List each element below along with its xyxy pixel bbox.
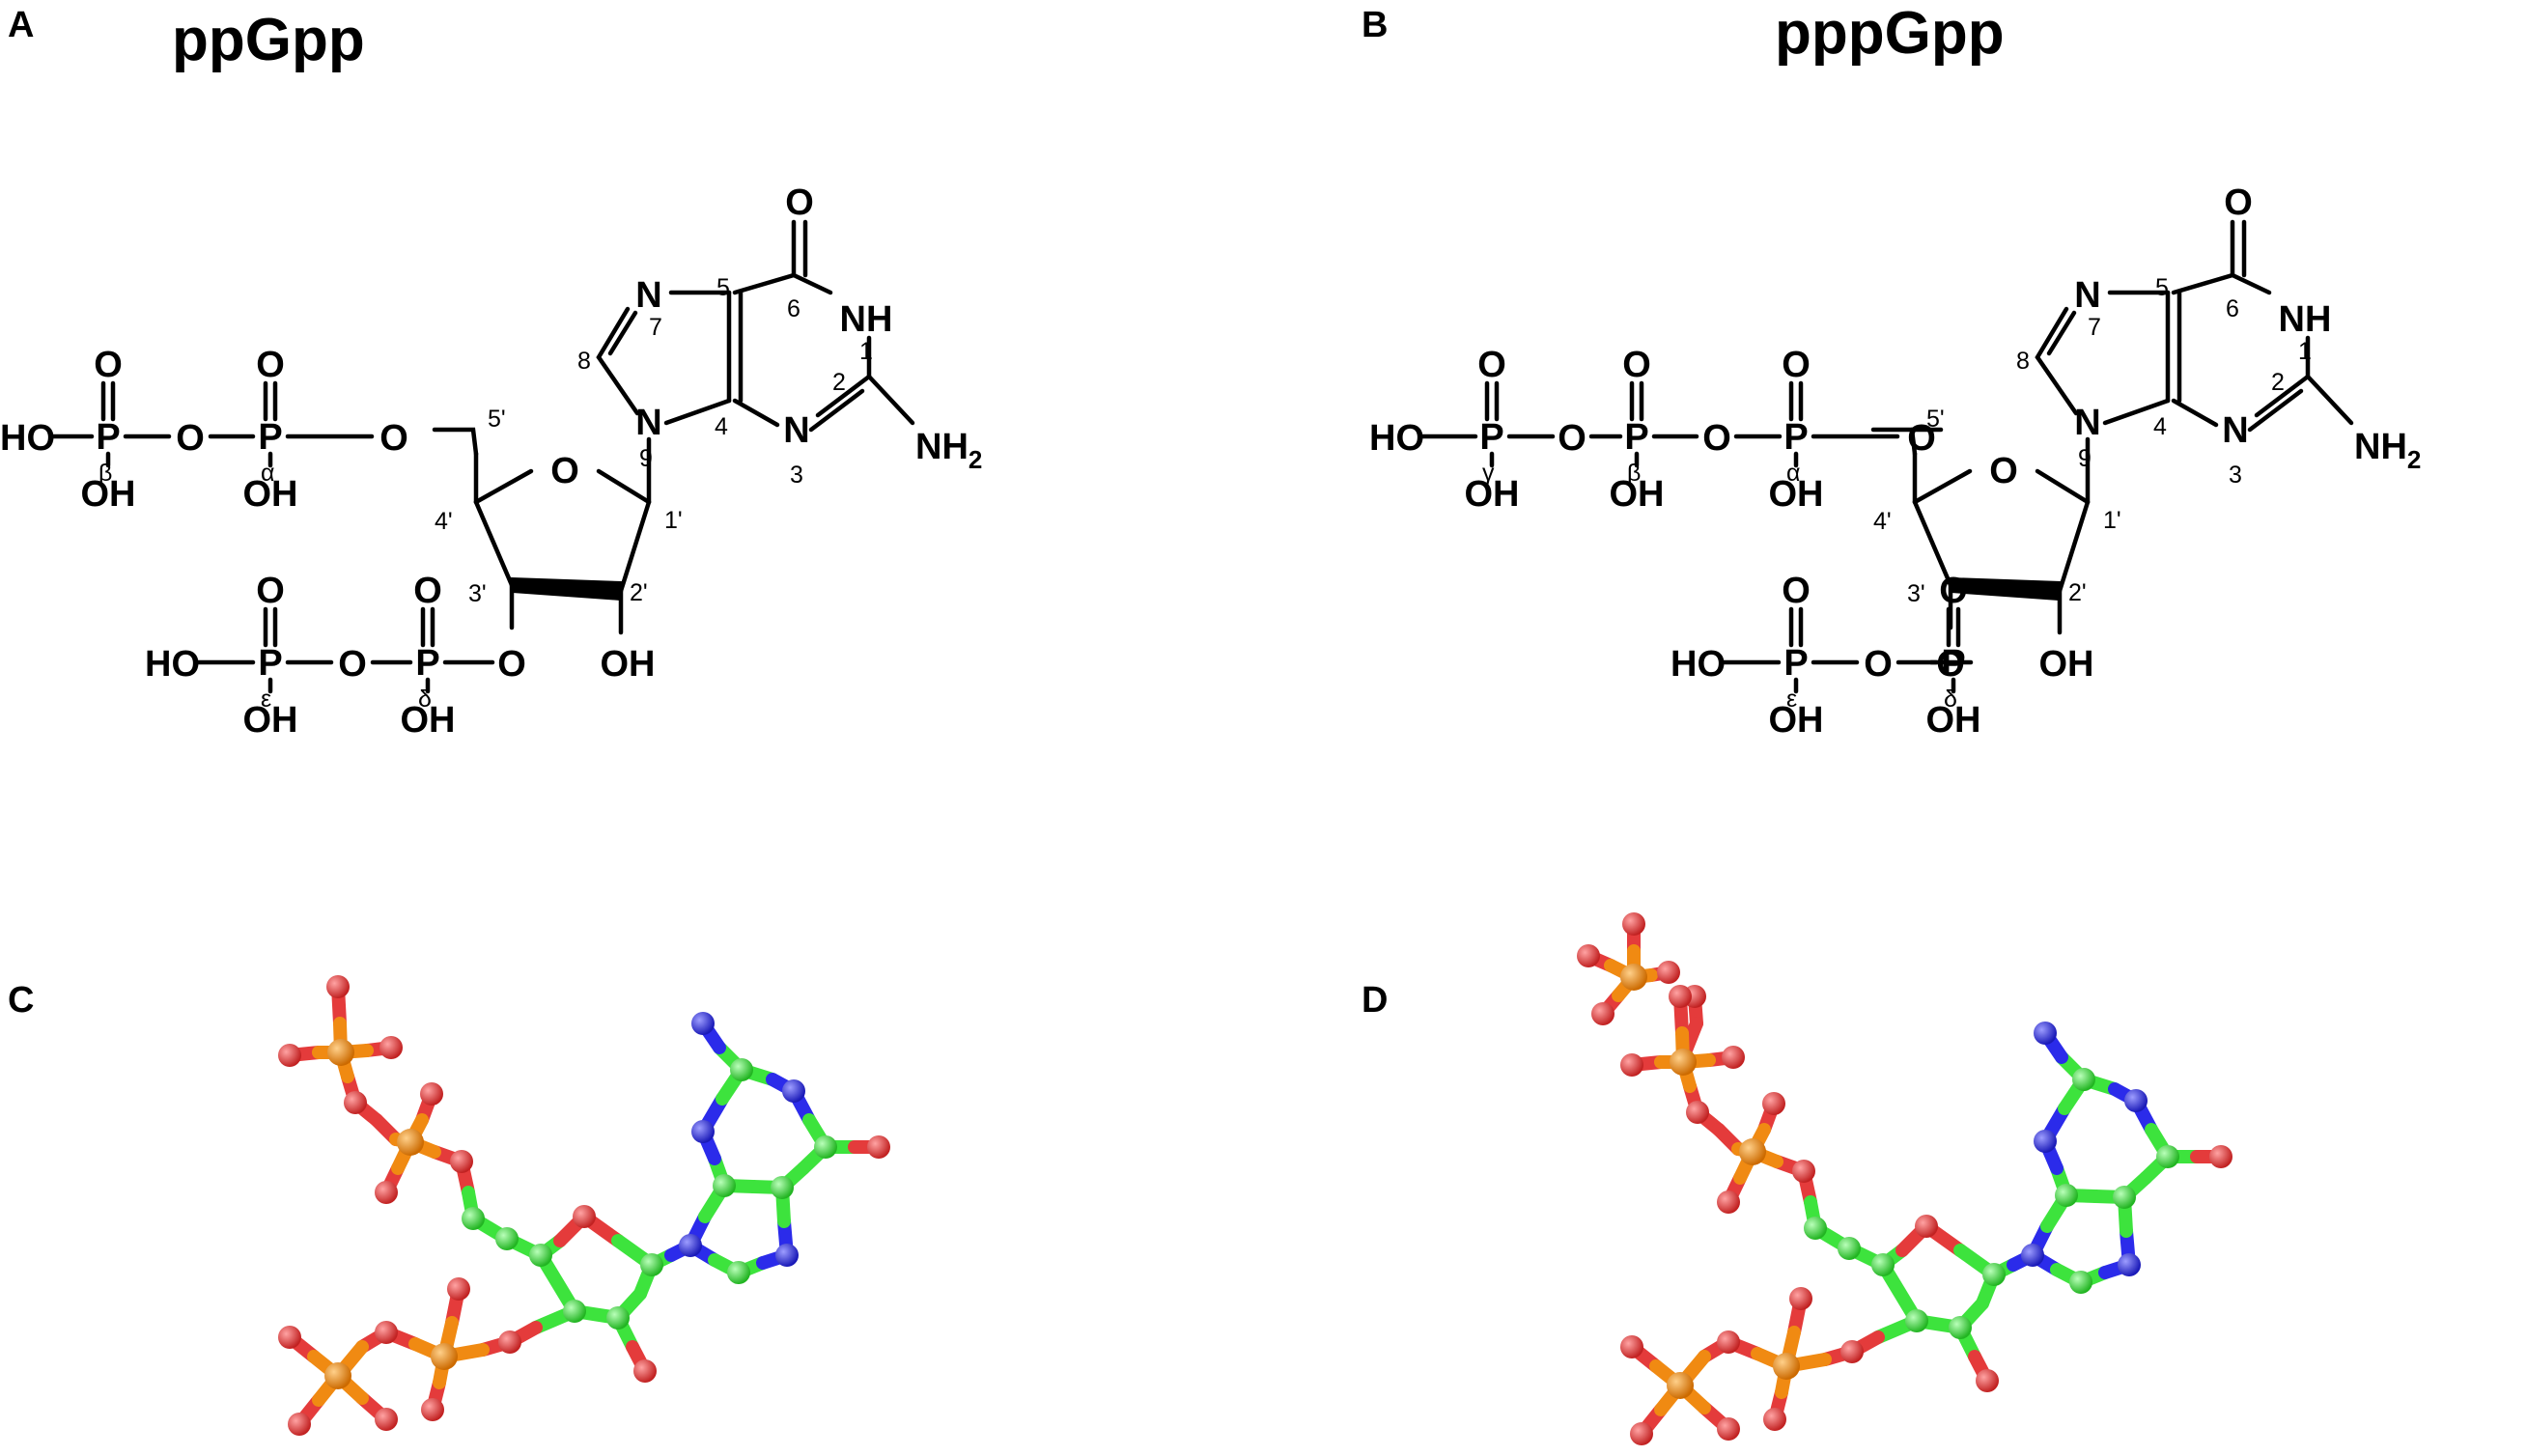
panel-c: C	[8, 975, 890, 1436]
ball-and-stick-model-d	[1620, 985, 2232, 1445]
bridge-oxygen-a1: O	[176, 418, 205, 459]
panel-d: D	[1362, 912, 2232, 1445]
label-gamma-b: γ	[1482, 460, 1495, 487]
label-alpha-a: α	[261, 460, 274, 487]
ho-3-terminal-a: HO	[145, 644, 200, 685]
ho-terminal-a: HO	[0, 418, 55, 459]
panel-b: B pppGpp HO O O O γ β α HO O ε δ	[1362, 0, 2421, 741]
ball-and-stick-model-c	[278, 975, 890, 1436]
label-beta-a: β	[98, 460, 112, 487]
label-delta-b: δ	[1944, 686, 1957, 713]
panel-letter-c: C	[8, 980, 34, 1021]
o5-oxygen-a: O	[379, 418, 408, 459]
guanosine-core-a	[435, 182, 982, 685]
panel-title-b: pppGpp	[1775, 0, 2005, 67]
bridge-oxygen-b1: O	[1558, 418, 1586, 459]
bridge-oxygen-a2: O	[338, 644, 367, 685]
bridge-oxygen-b2: O	[1702, 418, 1731, 459]
ho-3-terminal-b: HO	[1671, 644, 1726, 685]
label-beta-b: β	[1627, 460, 1641, 487]
ho-terminal-b: HO	[1369, 418, 1424, 459]
label-epsilon-a: ε	[261, 686, 271, 713]
panel-title-a: ppGpp	[172, 7, 365, 73]
bridge-oxygen-b3: O	[1864, 644, 1893, 685]
panel-a: A ppGpp HO O O β α HO O ε δ	[0, 5, 982, 741]
o5-oxygen-b: O	[1907, 418, 1936, 459]
label-alpha-b: α	[1786, 460, 1800, 487]
panel-letter-b: B	[1362, 5, 1388, 45]
panel-letter-d: D	[1362, 980, 1388, 1021]
panel-letter-a: A	[8, 5, 34, 45]
label-delta-a: δ	[418, 686, 432, 713]
label-epsilon-b: ε	[1786, 686, 1797, 713]
